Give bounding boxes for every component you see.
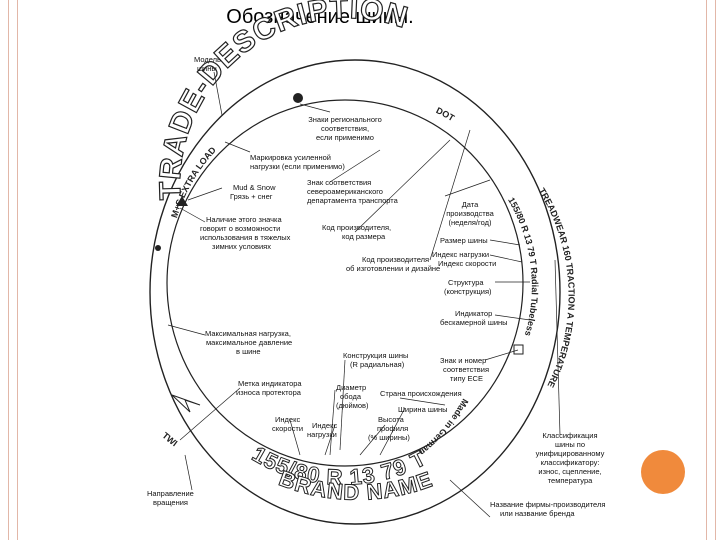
- leader-lines: [167, 71, 561, 518]
- label-origin-country: Страна происхождения: [380, 389, 462, 398]
- label-tire-construction: Конструкция шины(R радиальная): [343, 351, 408, 369]
- label-tire-size: Размер шины: [440, 236, 488, 245]
- dot-code-text: DOT: [435, 105, 457, 123]
- slide-title: Обозначение шины.: [226, 6, 414, 28]
- label-structure: Структура(конструкция): [444, 278, 492, 296]
- right-border-rule: [706, 0, 716, 540]
- twi-text: TWI: [160, 430, 179, 448]
- region-sign-icon: [293, 93, 303, 103]
- accent-circle: [641, 450, 685, 494]
- dots-icon: [155, 245, 161, 251]
- snowflake-icon: [176, 196, 188, 206]
- ece-box-icon: [513, 344, 524, 355]
- left-border-rule: [8, 0, 18, 540]
- rotation-arrow-icon: [171, 394, 201, 413]
- label-width: Ширина шины: [398, 405, 448, 414]
- tire-rim-edge: [166, 99, 524, 467]
- label-max-load: Максимальная нагрузка,максимальное давле…: [205, 329, 292, 356]
- label-manufacturer-code: Код производителя,код размера: [322, 223, 391, 241]
- tire-outer-edge: [149, 59, 561, 525]
